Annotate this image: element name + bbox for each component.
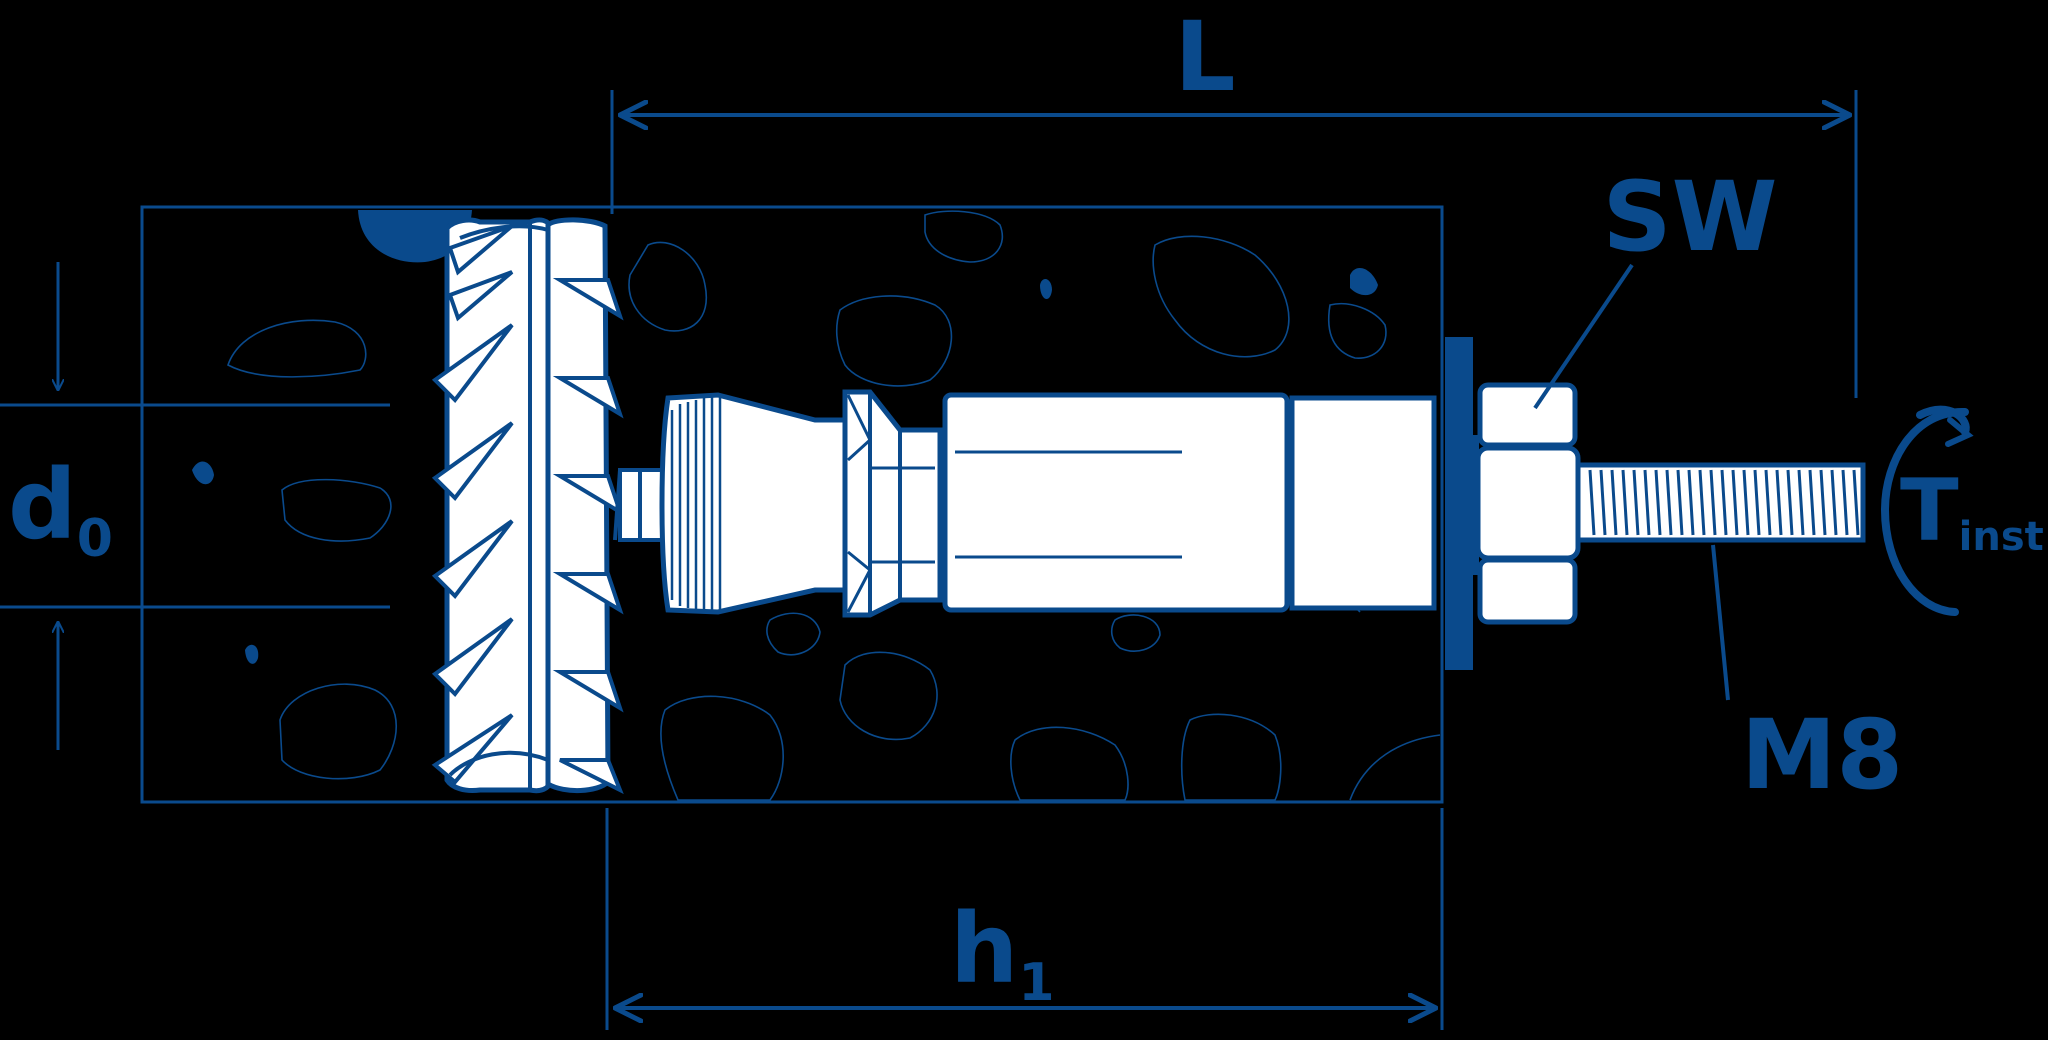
drill-diameter-label: d0 [8, 449, 113, 569]
thread-line [1731, 469, 1739, 536]
thread-label: M8 [1741, 699, 1903, 811]
thread-line [1852, 469, 1860, 536]
thread-line [1632, 469, 1640, 536]
wrench-size-label: SW [1602, 161, 1777, 273]
thread-line [1775, 469, 1783, 536]
thread-line [1808, 469, 1816, 536]
torque-label: Tinst [1900, 461, 2044, 561]
drill-hole-lines [0, 403, 390, 609]
rebar-icon [431, 217, 624, 795]
thread-line [1599, 469, 1607, 536]
embedment-dimension [605, 808, 1444, 1030]
thread-line [1797, 469, 1805, 536]
thread-line [1742, 469, 1750, 536]
aggregate-stones [227, 210, 1441, 801]
hex-nut-icon [1475, 382, 1581, 625]
length-label: L [1174, 1, 1235, 113]
m8-leader-line [1711, 544, 1730, 701]
thread-line [1786, 469, 1794, 536]
knurl-lines [670, 396, 722, 612]
thread-line [1753, 469, 1761, 536]
thread-line [1621, 469, 1629, 536]
thread-line [1709, 469, 1717, 536]
thread-lines [1588, 469, 1860, 536]
thread-line [1665, 469, 1673, 536]
torque-arrow-icon [1880, 405, 1974, 616]
anchor-bolt-icon [638, 389, 1437, 618]
embedment-depth-label: h1 [950, 893, 1055, 1013]
thread-line [1643, 469, 1651, 536]
thread-line [1720, 469, 1728, 536]
thread-line [1654, 469, 1662, 536]
thread-line [1698, 469, 1706, 536]
sw-leader-line [1533, 263, 1634, 410]
length-dimension [610, 90, 1858, 398]
thread-line [1588, 469, 1596, 536]
aggregate-specks [192, 210, 1378, 664]
thread-line [1764, 469, 1772, 536]
thread-line [1819, 469, 1827, 536]
thread-line [1830, 469, 1838, 536]
thread-line [1687, 469, 1695, 536]
thread-line [1676, 469, 1684, 536]
thread-line [1610, 469, 1618, 536]
thread-line [1841, 469, 1849, 536]
